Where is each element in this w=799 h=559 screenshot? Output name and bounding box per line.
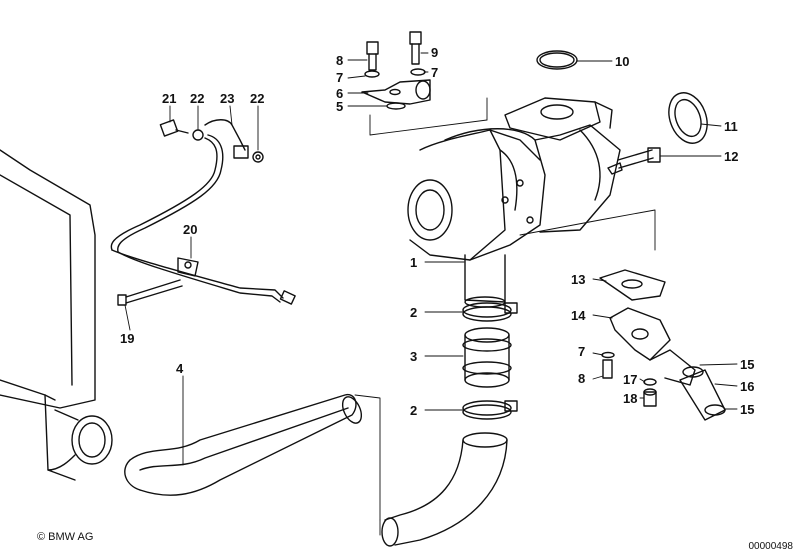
callout-21: 21: [162, 91, 176, 106]
callout-16: 16: [740, 379, 754, 394]
callout-7-left: 7: [336, 70, 343, 85]
callout-6: 6: [336, 86, 343, 101]
callout-7-right: 7: [431, 65, 438, 80]
callout-3: 3: [410, 349, 417, 364]
turbocharger-drawing: [407, 97, 621, 308]
callout-9: 9: [431, 45, 438, 60]
callout-2-lower: 2: [410, 403, 417, 418]
reference-lines: [354, 97, 656, 536]
callout-15-lower: 15: [740, 402, 754, 417]
gaskets-drawing: [536, 50, 708, 175]
callout-19: 19: [120, 331, 134, 346]
callout-22-left: 22: [190, 91, 204, 106]
oil-line-drawing: [110, 119, 296, 306]
callout-8-lower: 8: [578, 371, 585, 386]
callout-14: 14: [571, 308, 586, 323]
callout-18: 18: [623, 391, 637, 406]
callout-17: 17: [623, 372, 637, 387]
hose-drawing: [124, 393, 363, 496]
callout-7-lower: 7: [578, 344, 585, 359]
callout-labels: 1 2 3 2 4 5 6 7 8 9 7 10 11 12 13 14 7 8…: [120, 45, 754, 418]
callout-1: 1: [410, 255, 417, 270]
clamps-sleeve-drawing: [462, 302, 518, 420]
callout-15-upper: 15: [740, 357, 754, 372]
callout-12: 12: [724, 149, 738, 164]
document-number: 00000498: [748, 541, 794, 552]
callout-10: 10: [615, 54, 629, 69]
callout-23: 23: [220, 91, 234, 106]
callout-5: 5: [336, 99, 343, 114]
elbow-pipe-drawing: [381, 432, 508, 547]
oil-return-drawing: [599, 269, 726, 421]
callout-2-upper: 2: [410, 305, 417, 320]
leader-lines: [124, 52, 738, 466]
callout-22-right: 22: [250, 91, 264, 106]
callout-11: 11: [724, 119, 738, 134]
callout-4: 4: [176, 361, 184, 376]
copyright-text: © BMW AG: [37, 531, 94, 543]
callout-8-top: 8: [336, 53, 343, 68]
intercooler-drawing: [0, 149, 113, 481]
flange-hardware-drawing: [361, 31, 431, 110]
callout-13: 13: [571, 272, 585, 287]
callout-20: 20: [183, 222, 197, 237]
